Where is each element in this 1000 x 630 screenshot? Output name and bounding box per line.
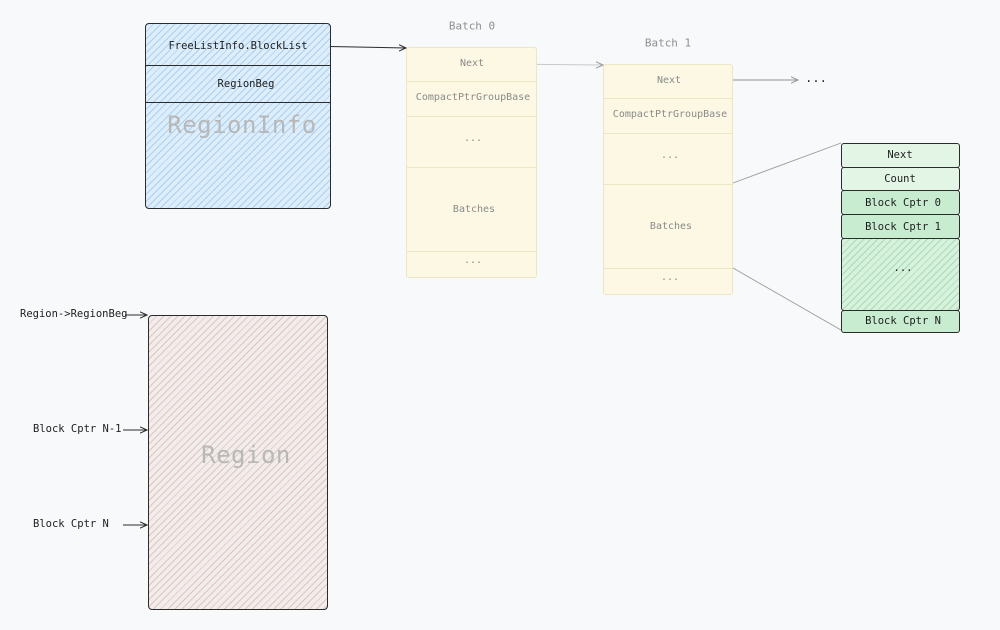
tb-block0-cell — [841, 190, 960, 215]
batch0-batches: Batches — [452, 204, 496, 215]
batch1-ellipsis-bottom: ... — [660, 272, 680, 283]
batches-expand-line-bottom — [732, 267, 842, 331]
tb-ellipsis-cell — [841, 238, 960, 311]
block-n-minus-1-pointer-label: Block Cptr N-1 — [33, 423, 122, 435]
tb-block0: Block Cptr 0 — [865, 196, 941, 209]
region-beg-label: RegionBeg — [217, 77, 275, 90]
tb-next: Next — [887, 148, 913, 161]
batch1-next: Next — [656, 75, 682, 86]
batch0-ellipsis-top: ... — [463, 133, 483, 144]
batches-expand-line-top — [732, 142, 842, 184]
divider — [604, 268, 732, 269]
region-info-title: RegionInfo — [167, 111, 317, 139]
batch1-box — [603, 64, 733, 295]
batch0-box — [406, 47, 537, 278]
batch0-title: Batch 0 — [448, 19, 496, 33]
divider — [604, 98, 732, 99]
divider — [146, 102, 330, 103]
batch1-ellipsis-top: ... — [660, 150, 680, 161]
block-list-label: FreeListInfo.BlockList — [168, 39, 308, 52]
batch0-group-base: CompactPtrGroupBase — [415, 92, 531, 103]
region-box — [148, 315, 328, 610]
divider — [407, 116, 536, 117]
next-continuation: ... — [805, 71, 827, 85]
tb-block1-cell — [841, 214, 960, 239]
divider — [407, 81, 536, 82]
divider — [146, 65, 330, 66]
tb-next-cell — [841, 143, 960, 168]
batch0-ellipsis-bottom: ... — [463, 255, 483, 266]
tb-count: Count — [884, 172, 916, 185]
divider — [604, 133, 732, 134]
divider — [604, 184, 732, 185]
region-info-box — [145, 23, 331, 209]
batch1-title: Batch 1 — [644, 36, 692, 50]
block-n-pointer-label: Block Cptr N — [33, 518, 109, 530]
tb-blockN-cell — [841, 310, 960, 333]
tb-blockN: Block Cptr N — [865, 314, 941, 327]
divider — [407, 251, 536, 252]
batch1-group-base: CompactPtrGroupBase — [612, 109, 728, 120]
divider — [407, 167, 536, 168]
region-beg-pointer-label: Region->RegionBeg — [20, 308, 128, 320]
tb-ellipsis: ... — [893, 261, 913, 274]
tb-block1: Block Cptr 1 — [865, 220, 941, 233]
region-title: Region — [201, 441, 291, 469]
batch1-batches: Batches — [649, 221, 693, 232]
batch0-next: Next — [459, 58, 485, 69]
